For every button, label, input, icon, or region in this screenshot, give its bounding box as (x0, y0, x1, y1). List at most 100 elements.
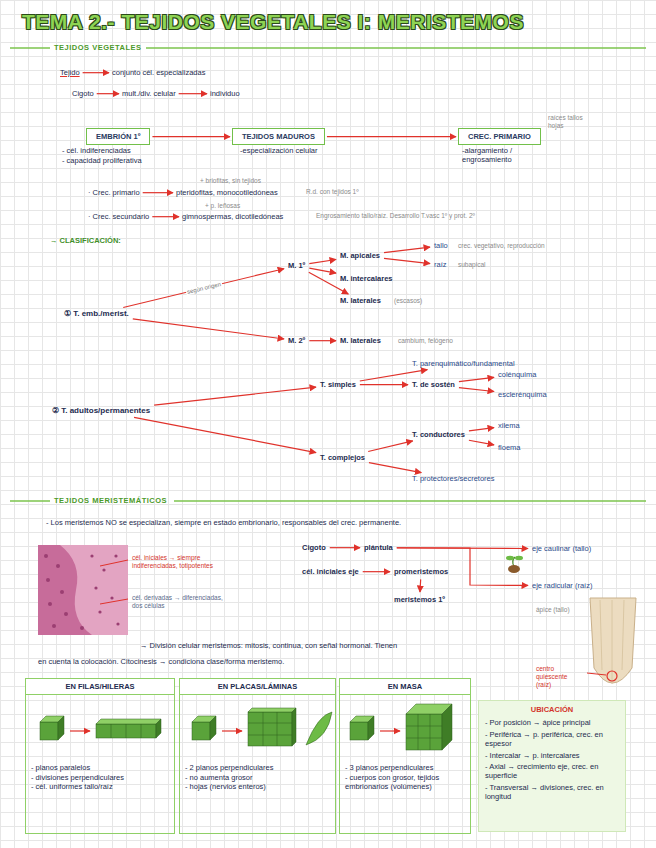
decor-arrow (83, 72, 109, 73)
image-callout: cél. derivadas → diferenciadas, dos célu… (132, 594, 224, 610)
node-heading: EMBRIÓN 1º (96, 132, 140, 141)
tree-leaf: T. parenquimático/fundamental (410, 358, 517, 369)
node-body: - Periférica → p. periférica, crec. en e… (485, 730, 619, 749)
node-heading: CREC. PRIMARIO (468, 132, 531, 141)
node-heading: M. 2º (288, 336, 305, 345)
node-body: - 2 planos perpendiculares (180, 763, 335, 772)
tree-leaf: tallo (432, 240, 450, 251)
node-heading: esclerénquima (498, 390, 547, 399)
node-body: - 3 planos perpendiculares (340, 763, 470, 772)
arrow-connector (309, 268, 336, 273)
node-heading: EN FILAS/HILERAS (26, 679, 174, 695)
division-panel: EN MASA - 3 planos perpendiculares- cuerp… (339, 678, 471, 834)
note-text: Cigoto (72, 89, 94, 98)
note-text: - cél. indiferenciadas (62, 146, 131, 155)
decor-arrow (143, 192, 173, 193)
stage-box: CREC. PRIMARIO (458, 128, 541, 145)
tree-leaf: xilema (496, 420, 522, 431)
location-box: UBICACIÓN - Por posición → ápice principa… (478, 700, 626, 832)
note-text: -alargamiento / engrosamiento (462, 146, 544, 165)
node-heading: ② T. adultos/permanentes (52, 406, 150, 416)
node-heading: tallo (434, 241, 448, 250)
tree-leaf: raíz (432, 259, 449, 270)
node-heading: raíz (434, 260, 447, 269)
side-note: raíces tallos hojas (548, 114, 584, 130)
side-note: + p. leñosas (205, 202, 240, 210)
node-heading: M. apicales (340, 251, 380, 260)
node-body: - cuerpos con grosor, tejidos embrionari… (340, 773, 470, 792)
node-heading: promeristemos (394, 567, 448, 576)
flow-step: plántula (362, 542, 395, 553)
tree-branch: M. laterales (338, 335, 383, 346)
flow-step: cél. iniciales eje (300, 566, 361, 577)
image-callout: centro quiescente (raíz) (536, 665, 584, 689)
node-heading: floema (498, 443, 521, 452)
flow-step: Cigoto (300, 542, 328, 553)
arrow-connector (152, 136, 230, 137)
page-title: TEMA 2.- TEJIDOS VEGETALES I: MERISTEMOS (22, 10, 524, 34)
node-heading: T. parenquimático/fundamental (412, 359, 515, 368)
node-heading: meristemos 1º (394, 595, 445, 604)
node-body: - no aumenta grosor (180, 773, 335, 782)
side-note: R.d. con tejidos 1º (306, 188, 359, 196)
tree-root: ① T. emb./merist. (62, 308, 131, 320)
node-heading: T. complejos (320, 453, 365, 462)
note-text: - Los meristemos NO se especializan, sie… (46, 518, 401, 527)
node-heading: UBICACIÓN (485, 705, 619, 714)
arrow-connector (384, 247, 430, 253)
arrow-connector (360, 384, 408, 385)
arrow-connector (330, 547, 360, 548)
node-body: - divisiones perpendiculares (26, 773, 174, 782)
node-heading: TEJIDOS MADUROS (242, 132, 315, 141)
note-text: en cuenta la colocación. Citocinesis → c… (38, 657, 284, 666)
tree-leaf: floema (496, 442, 523, 453)
arrow-connector (154, 387, 316, 405)
root-tip-image (587, 598, 636, 684)
arrow-connector (309, 340, 336, 341)
node-body: - planos paralelos (26, 763, 174, 772)
tree-branch: M. apicales (338, 250, 382, 261)
tree-leaf: esclerénquima (496, 389, 549, 400)
arrow-connector (133, 319, 284, 339)
node-heading: EN MASA (340, 679, 470, 695)
arrow-connector (469, 428, 494, 431)
node-heading: eje caulinar (tallo) (532, 544, 591, 553)
tree-leaf: T. protectores/secretores (410, 473, 497, 484)
arrow-connector (363, 571, 390, 572)
note-text: conjunto cél. especializadas (112, 68, 205, 77)
note-text: individuo (210, 89, 240, 98)
tree-branch: M. 1º (286, 260, 307, 271)
stage-box: TEJIDOS MADUROS (232, 128, 325, 145)
node-heading: T. protectores/secretores (412, 474, 495, 483)
node-heading: M. 1º (288, 261, 305, 270)
tree-branch: M. laterales (338, 295, 383, 306)
subheader: → CLASIFICACIÓN: (50, 236, 121, 245)
side-note: cambium, felógeno (398, 337, 453, 345)
note-text: gimnospermas, dicotiledóneas (182, 212, 283, 221)
node-heading: Cigoto (302, 543, 326, 552)
node-heading: plántula (364, 543, 393, 552)
side-note: crec. vegetativo, reproducción (458, 242, 545, 250)
section-header: TEJIDOS MERISTEMÁTICOS (54, 496, 167, 505)
tree-branch: T. complejos (318, 452, 367, 463)
section-rules (10, 48, 646, 501)
node-heading: eje radicular (raíz) (532, 581, 592, 590)
arrow-connector (327, 136, 456, 137)
arrow-connector (397, 548, 528, 586)
flow-step: promeristemos (392, 566, 450, 577)
node-body: - Por posición → ápice principal (485, 718, 619, 727)
side-note: subapical (458, 261, 485, 269)
division-panel: EN FILAS/HILERAS - planos paralelos- divi… (25, 678, 175, 834)
tree-branch: T. conductores (410, 429, 467, 440)
image-callout: cél. iniciales → siempre indiferenciadas… (132, 554, 224, 570)
note-text: → División celular meristemos: mitosis, … (140, 641, 397, 650)
node-heading: ① T. emb./merist. (64, 309, 129, 319)
arrow-connector (368, 441, 413, 452)
node-heading: xilema (498, 421, 520, 430)
note-text: - capacidad proliferativa (62, 156, 142, 165)
tree-branch: T. simples (318, 379, 358, 390)
note-text: mult./div. celular (122, 89, 176, 98)
arrow-connector (459, 377, 494, 381)
node-heading: T. conductores (412, 430, 465, 439)
tree-branch: M. 2º (286, 335, 307, 346)
